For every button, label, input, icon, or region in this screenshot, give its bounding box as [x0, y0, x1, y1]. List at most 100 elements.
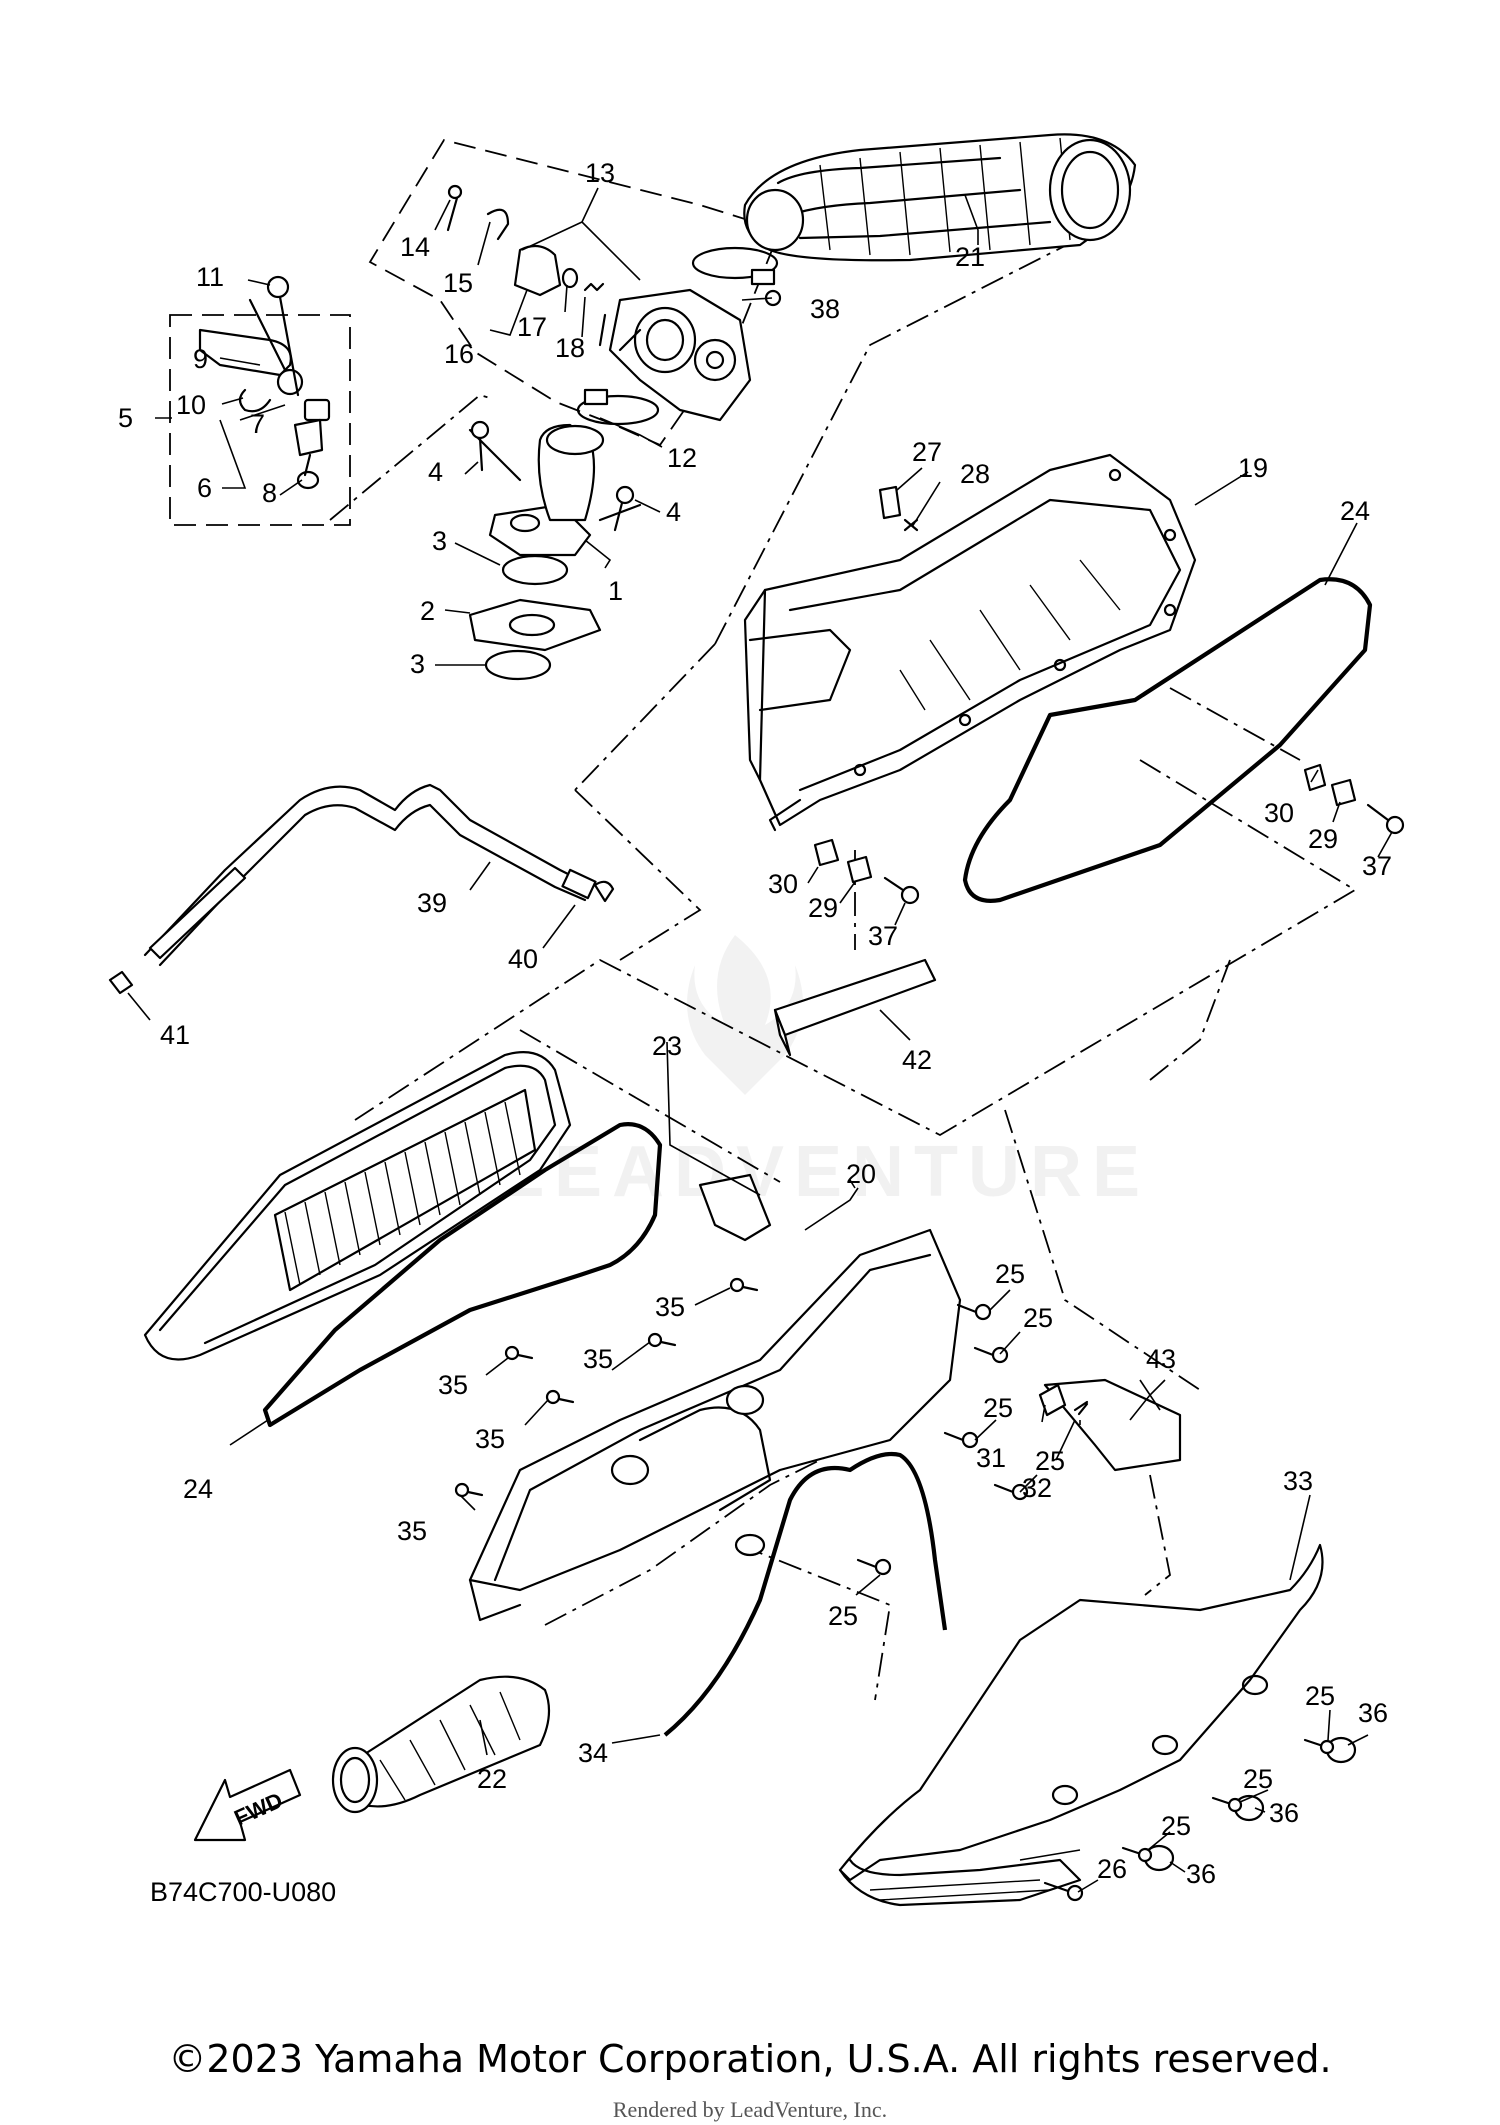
bolt — [266, 275, 300, 397]
callout-4: 4 — [428, 457, 443, 487]
callout-2: 2 — [420, 596, 435, 626]
alignment-line — [574, 643, 716, 791]
drain-hose — [663, 1451, 948, 1737]
lower-case — [468, 1228, 962, 1622]
air-filter-element — [143, 1051, 572, 1361]
callout-36: 36 — [1186, 1859, 1216, 1889]
callout-25: 25 — [983, 1393, 1013, 1423]
callout-18: 18 — [555, 333, 585, 363]
screw — [446, 184, 463, 232]
hose-clamp — [593, 880, 615, 903]
callout-11: 11 — [196, 262, 224, 292]
screw — [545, 1389, 575, 1405]
callout-29: 29 — [808, 893, 838, 923]
hose-clamp — [691, 246, 782, 307]
callout-35: 35 — [655, 1292, 685, 1322]
foam-pad — [1043, 1378, 1182, 1472]
alignment-line — [1004, 1109, 1201, 1391]
air-cleaner-case — [743, 453, 1197, 832]
callout-35: 35 — [583, 1344, 613, 1374]
grommet — [813, 838, 840, 867]
callout-36: 36 — [1269, 1798, 1299, 1828]
throttle-body — [598, 288, 752, 422]
collar — [1330, 778, 1357, 807]
o-ring — [561, 267, 579, 289]
callout-31: 31 — [976, 1443, 1006, 1473]
rendered-by-notice: Rendered by LeadVenture, Inc. — [612, 2097, 888, 2122]
callout-25: 25 — [1305, 1681, 1335, 1711]
callout-8: 8 — [262, 478, 277, 508]
callout-labels: 1 2 3 3 4 4 5 6 7 8 9 10 11 12 13 14 15 … — [118, 158, 1392, 1889]
callout-41: 41 — [160, 1020, 190, 1050]
screw — [856, 1558, 892, 1576]
callout-26: 26 — [1097, 1854, 1127, 1884]
intake-duct — [743, 133, 1137, 262]
callout-37: 37 — [1362, 851, 1392, 881]
callout-27: 27 — [912, 437, 942, 467]
bolt — [1366, 803, 1405, 835]
drain-clip — [1073, 1400, 1089, 1416]
filter-element — [773, 958, 937, 1057]
callout-32: 32 — [1022, 1473, 1052, 1503]
alignment-line — [714, 227, 1101, 645]
callout-20: 20 — [846, 1159, 876, 1189]
inlet-duct — [331, 1675, 551, 1814]
copyright-notice: ©2023 Yamaha Motor Corporation, U.S.A. A… — [168, 2037, 1332, 2081]
breather-hose — [143, 783, 597, 967]
throttle-clamp — [576, 388, 660, 426]
callout-3: 3 — [410, 649, 425, 679]
alignment-line — [1149, 959, 1231, 1081]
callout-34: 34 — [578, 1738, 608, 1768]
callout-9: 9 — [193, 344, 208, 374]
screw — [1211, 1796, 1243, 1813]
spring — [583, 282, 605, 292]
callout-25: 25 — [1243, 1764, 1273, 1794]
screw — [1303, 1738, 1335, 1755]
callout-14: 14 — [400, 232, 430, 262]
callout-22: 22 — [477, 1764, 507, 1794]
side-cover — [838, 1543, 1324, 1907]
collar — [846, 855, 873, 884]
callout-43: 43 — [1146, 1344, 1176, 1374]
callout-1: 1 — [608, 576, 623, 606]
seal — [962, 577, 1373, 903]
callout-24: 24 — [183, 1474, 213, 1504]
grommet — [1303, 763, 1327, 792]
callout-3: 3 — [432, 526, 447, 556]
callout-40: 40 — [508, 944, 538, 974]
callout-6: 6 — [197, 473, 212, 503]
callout-42: 42 — [902, 1045, 932, 1075]
callout-29: 29 — [1308, 824, 1338, 854]
callout-35: 35 — [397, 1516, 427, 1546]
alignment-line — [739, 1544, 892, 1701]
alignment-line — [329, 393, 491, 521]
diagram-code: B74C700-U080 — [150, 1877, 336, 1907]
callout-25: 25 — [1161, 1811, 1191, 1841]
screw — [1043, 1881, 1084, 1902]
callout-35: 35 — [475, 1424, 505, 1454]
seal — [262, 1122, 663, 1428]
callout-4: 4 — [666, 497, 681, 527]
callout-16: 16 — [444, 339, 474, 369]
throttle-sensor — [513, 244, 562, 297]
callout-19: 19 — [1238, 453, 1268, 483]
screw — [943, 1431, 979, 1449]
callout-12: 12 — [667, 443, 697, 473]
forward-arrow-icon: FWD — [193, 1768, 302, 1842]
callout-39: 39 — [417, 888, 447, 918]
callout-38: 38 — [810, 294, 840, 324]
callout-25: 25 — [1023, 1303, 1053, 1333]
alignment-line — [1169, 687, 1301, 761]
bolt — [613, 485, 635, 532]
injector-assembly-outline — [169, 314, 351, 526]
callout-17: 17 — [517, 312, 547, 342]
bolt — [470, 420, 490, 472]
watermark-flame — [687, 935, 803, 1095]
callout-30: 30 — [1264, 798, 1294, 828]
callout-36: 36 — [1358, 1698, 1388, 1728]
screw — [956, 1303, 992, 1321]
screw — [973, 1346, 1009, 1364]
plug — [878, 485, 902, 520]
callout-23: 23 — [652, 1031, 682, 1061]
